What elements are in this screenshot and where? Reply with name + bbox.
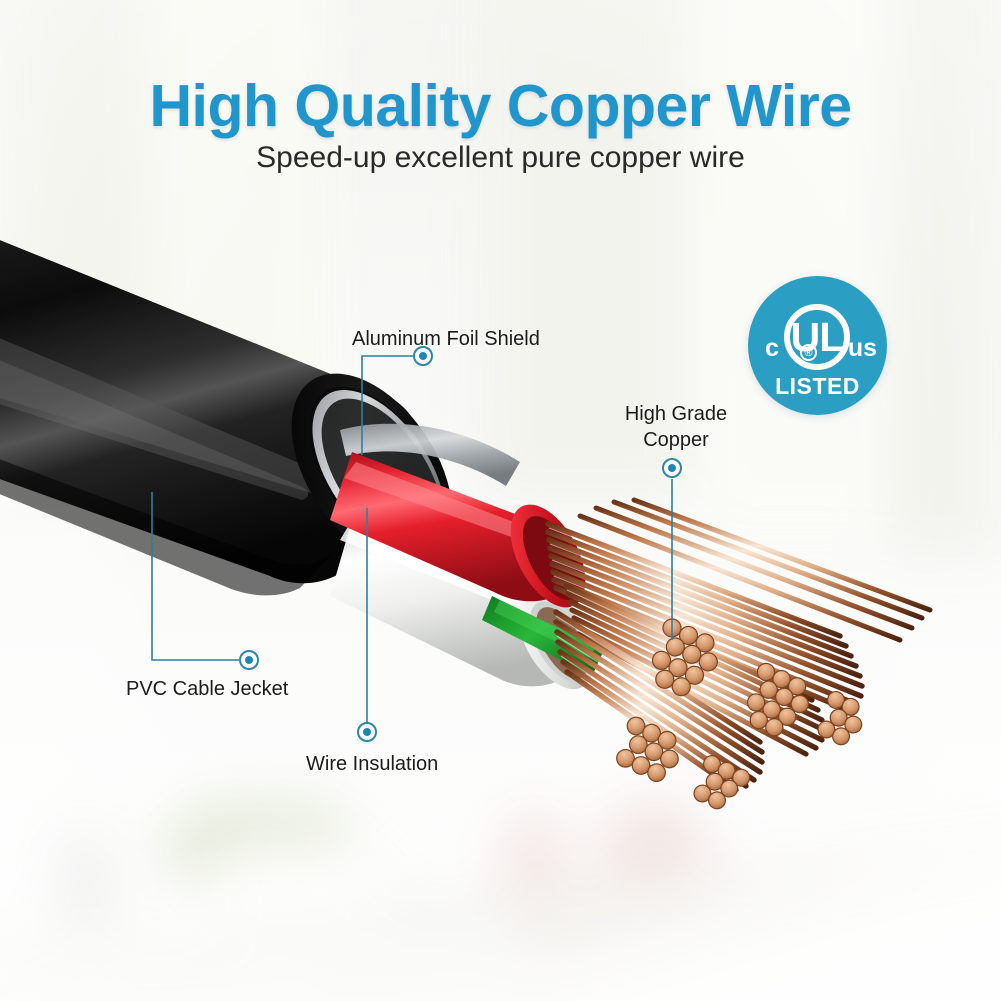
ul-badge-ring-icon (784, 304, 850, 370)
callout-label-pvc-cable-jecket: PVC Cable Jecket (126, 678, 289, 700)
ul-badge-ul-mark: UL (790, 313, 845, 360)
page-subtitle: Speed-up excellent pure copper wire (256, 141, 745, 174)
ul-badge-c-mark: c (765, 334, 779, 362)
copper-strands-long (577, 497, 933, 643)
callout-label-wire-insulation: Wire Insulation (306, 753, 439, 775)
callout-label-high-grade-copper: High Grade Copper (596, 401, 756, 453)
callout-label-high-grade-copper-line-1: High Grade (624, 403, 728, 425)
ul-badge-listed-text: LISTED (775, 373, 860, 399)
ul-badge-inner: c UL ® us LISTED (748, 276, 887, 415)
page-title: High Quality Copper Wire (149, 73, 852, 139)
copper-strand-cut-ends (616, 618, 863, 810)
ul-listed-badge: c UL ® us LISTED (748, 276, 887, 415)
callout-marker-aluminum-foil-shield[interactable] (413, 346, 433, 366)
copper-strand-bundles (545, 497, 933, 810)
ul-badge-us-mark: us (847, 334, 877, 362)
callout-marker-pvc-cable-jecket[interactable] (239, 650, 259, 670)
callout-marker-high-grade-copper[interactable] (662, 458, 682, 478)
ul-badge-registered-icon: ® (800, 344, 817, 361)
callout-marker-wire-insulation[interactable] (357, 722, 377, 742)
callout-label-high-grade-copper-line-2: Copper (643, 429, 709, 451)
callout-label-aluminum-foil-shield: Aluminum Foil Shield (352, 328, 540, 350)
